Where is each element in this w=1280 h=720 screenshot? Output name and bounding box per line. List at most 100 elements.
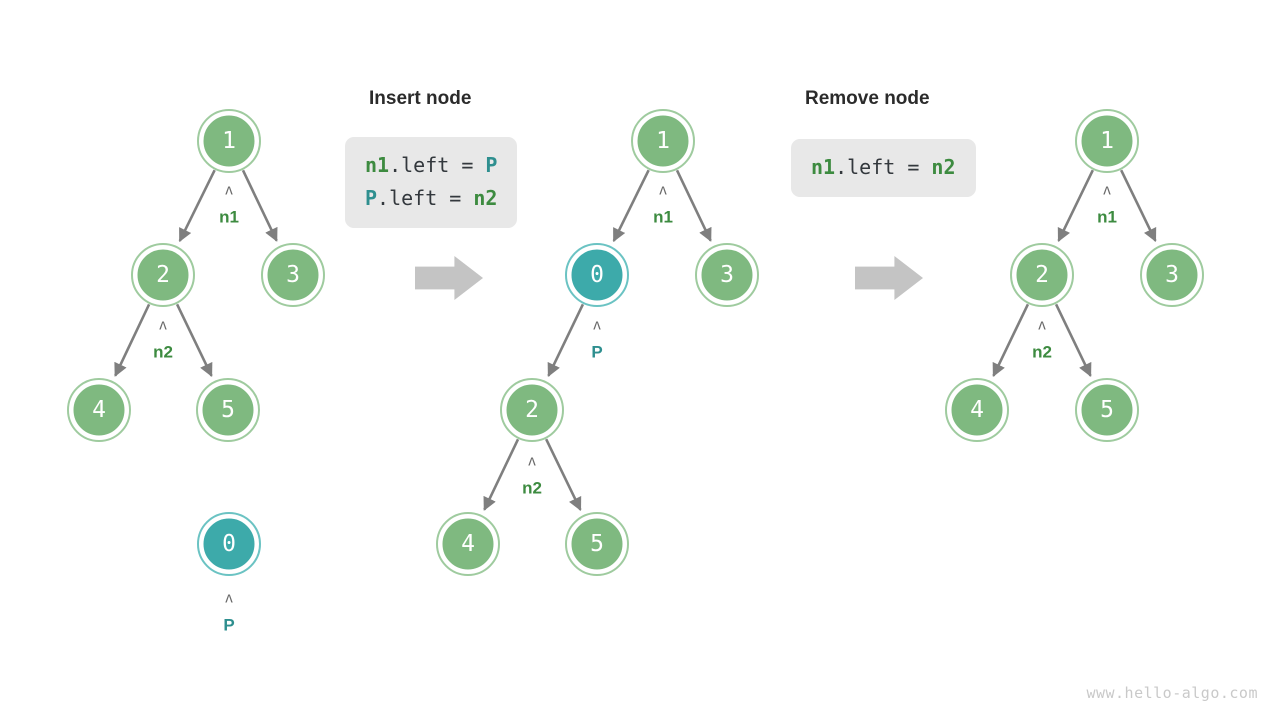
tree-edge-1-to-3 [241,169,278,242]
node-outer-ring [197,109,261,173]
code-token: P [365,186,378,210]
node-outer-ring [67,378,131,442]
pointer-n2: ʌn2 [1032,317,1052,362]
caret-up-icon: ʌ [528,453,536,470]
node-disc [1079,382,1135,438]
caret-up-icon: ʌ [593,317,601,334]
tree-edge-1-to-3 [1120,169,1157,243]
tree-node-5[interactable]: 5 [196,378,260,442]
code-token: P [485,153,498,177]
node-outer-ring [565,512,629,576]
tree-nodes-layer: 1 2 3 4 5 0 1 0 3 2 4 5 1 2 3 4 5 [67,109,1204,576]
caret-up-icon: ʌ [659,182,667,199]
pointer-n2: ʌ n2 [153,317,173,362]
node-outer-ring [695,243,759,307]
tree-edge-2-to-5 [545,438,582,512]
code-token: n1 [365,153,390,177]
pointer-label-text: n2 [153,343,173,362]
flow-arrows-layer [415,256,923,300]
caret-up-icon: ʌ [225,590,233,607]
node-outer-ring [565,243,629,307]
pointer-label-text: n2 [1032,343,1052,362]
code-token: n1 [811,155,836,179]
node-outer-ring [500,378,564,442]
edge-line [114,303,151,377]
code-token: .left = [389,153,486,177]
caret-up-icon: ʌ [1103,182,1111,199]
tree-node-3[interactable]: 3 [261,243,325,307]
pointer-label-text: n1 [1097,208,1117,227]
tree-node-1[interactable]: 1 [1075,109,1139,173]
tree-node-1[interactable]: 1 [631,109,695,173]
edge-line [992,303,1030,377]
tree-edge-1-to-0 [612,169,650,243]
pointer-n1: ʌn1 [219,182,239,227]
tree-node-2[interactable]: 2 [500,378,564,442]
node-outer-ring [261,243,325,307]
tree-edge-2-to-5 [175,303,213,377]
node-disc [699,247,755,303]
tree-node-2[interactable]: 2 [1010,243,1074,307]
tree-node-2[interactable]: 2 [131,243,195,307]
edge-line [178,169,216,243]
tree-node-1[interactable]: 1 [197,109,261,173]
node-disc [201,113,257,169]
node-outer-ring [196,378,260,442]
node-disc [1014,247,1070,303]
flow-arrow-1 [415,256,483,300]
node-outer-ring [631,109,695,173]
pointer-label-text: n2 [522,479,542,498]
tree-edge-2-to-5 [1054,303,1092,377]
edge-line [241,169,278,242]
node-disc [71,382,127,438]
node-outer-ring [1140,243,1204,307]
caret-up-icon: ʌ [159,317,167,334]
edge-line [547,303,585,377]
edge-line [1120,169,1157,243]
tree-node-5[interactable]: 5 [1075,378,1139,442]
caret-up-icon: ʌ [225,182,233,199]
node-disc [200,382,256,438]
node-disc [949,382,1005,438]
node-disc [504,382,560,438]
tree-node-0[interactable]: 0 [197,512,261,576]
flow-arrow-2 [855,256,923,300]
node-outer-ring [1010,243,1074,307]
tree-edge-1-to-3 [675,169,712,242]
pointer-label-text: P [591,343,602,362]
panel-title-remove: Remove node [805,88,930,109]
tree-node-3[interactable]: 3 [695,243,759,307]
tree-node-4[interactable]: 4 [945,378,1009,442]
node-disc [569,247,625,303]
watermark: www.hello-algo.com [1086,684,1258,702]
node-outer-ring [197,512,261,576]
node-outer-ring [436,512,500,576]
tree-node-5[interactable]: 5 [565,512,629,576]
code-line-1: n1.left = n2 [811,151,956,184]
pointer-n1: ʌn1 [653,182,673,227]
edge-line [675,169,712,242]
panel-title-insert: Insert node [369,88,472,109]
node-disc [1079,113,1135,169]
code-box-remove: n1.left = n2 [791,139,976,197]
node-outer-ring [1075,378,1139,442]
pointer-n1: ʌ n1 [1097,182,1117,227]
tree-node-3[interactable]: 3 [1140,243,1204,307]
tree-edge-2-to-4 [992,303,1030,377]
tree-node-0[interactable]: 0 [565,243,629,307]
tree-edge-2-to-4 [114,303,151,377]
tree-edge-1-to-2 [178,169,216,243]
tree-edge-2-to-4 [483,438,520,511]
node-outer-ring [1075,109,1139,173]
edge-line [545,438,582,512]
code-token: .left = [377,186,474,210]
tree-node-4[interactable]: 4 [67,378,131,442]
node-disc [569,516,625,572]
tree-edge-0-to-2 [547,303,585,377]
node-disc [635,113,691,169]
edge-line [1054,303,1092,377]
tree-node-4[interactable]: 4 [436,512,500,576]
tree-edges-layer [114,169,1157,512]
node-disc [265,247,321,303]
